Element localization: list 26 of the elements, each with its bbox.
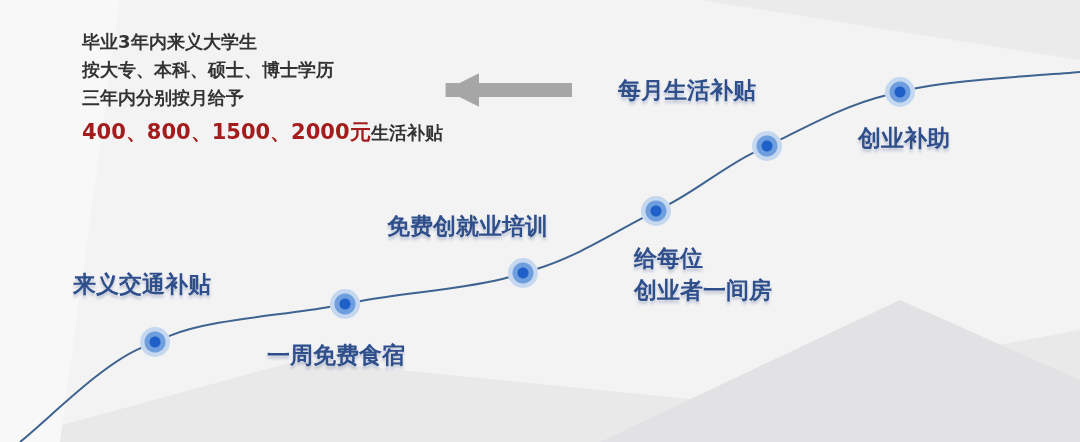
timeline-curve (913, 71, 1080, 90)
milestone-label: 创业补助 (858, 124, 950, 153)
timeline-dot (140, 327, 170, 357)
timeline-curve (779, 94, 887, 141)
milestone-label: 来义交通补贴 (73, 270, 211, 299)
timeline-curve (19, 346, 143, 442)
milestone-label: 一周免费食宿 (267, 341, 405, 370)
timeline-curve (536, 216, 644, 270)
note-text: 生活补贴 (370, 122, 443, 143)
timeline-curve (358, 276, 510, 303)
note-text: 毕业3年内来义大学生 (82, 30, 258, 54)
note-text: 按大专、本科、硕士、博士学历 (82, 58, 335, 82)
timeline-dot (641, 196, 671, 226)
timeline-dot (330, 289, 360, 319)
amount-text: 400、800、1500、2000元 (82, 120, 371, 144)
timeline-dot (752, 131, 782, 161)
milestone-label: 每月生活补贴 (618, 76, 756, 105)
milestone-label: 免费创就业培训 (387, 212, 548, 241)
note-text: 三年内分别按月给予 (82, 86, 245, 110)
milestone-label: 创业者一间房 (634, 276, 772, 305)
timeline-curve (167, 305, 332, 338)
timeline-curve (668, 151, 755, 206)
arrow (445, 73, 572, 107)
timeline-dot (885, 77, 915, 107)
milestone-label: 给每位 (634, 244, 703, 273)
timeline-dot (508, 258, 538, 288)
